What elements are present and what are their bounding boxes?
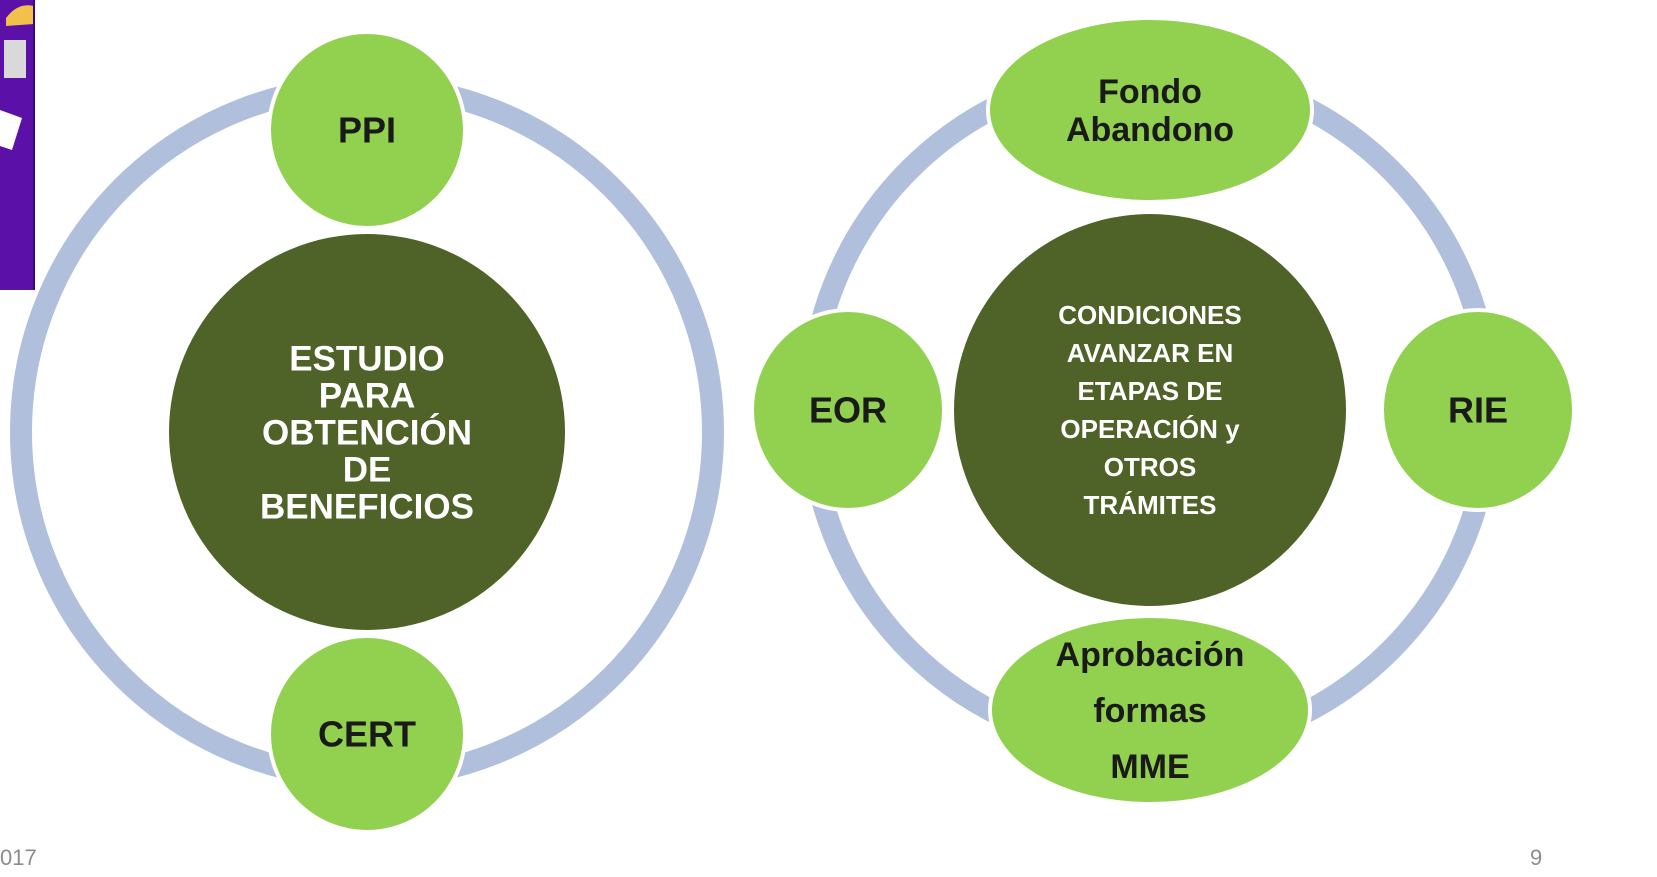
node-ppi: [267, 30, 467, 230]
node-aprobacion-formas-mme: [988, 614, 1312, 806]
text-line: OPERACIÓN y: [1060, 414, 1240, 444]
text-line: OBTENCIÓN: [262, 412, 472, 452]
page-number: 9: [1530, 845, 1543, 870]
text-line: CONDICIONES: [1058, 300, 1241, 330]
text-line: TRÁMITES: [1084, 490, 1217, 520]
node-rie: [1380, 308, 1576, 512]
text-line: EOR: [809, 390, 887, 431]
node-rie-label: RIE: [1448, 390, 1508, 431]
center-node-right-label: CONDICIONES AVANZAR EN ETAPAS DE OPERACIÓN …: [1058, 300, 1241, 520]
node-cert-label: CERT: [318, 714, 416, 755]
text-line: CERT: [318, 714, 416, 755]
worker-illustration-icon: [0, 0, 35, 290]
node-fondo-abandono: [986, 16, 1314, 204]
text-line: RIE: [1448, 390, 1508, 431]
text-line: formas: [1093, 692, 1206, 730]
node-cert: [267, 634, 467, 834]
center-node-left: [169, 234, 565, 630]
node-eor-label: EOR: [809, 390, 887, 431]
node-eor: [750, 308, 946, 512]
text-line: PPI: [338, 110, 396, 151]
diagram-right: CONDICIONES AVANZAR EN ETAPAS DE OPERACIÓN …: [750, 16, 1576, 806]
center-node-right: [954, 214, 1346, 606]
text-line: PARA: [319, 376, 416, 415]
text-line: DE: [343, 450, 392, 489]
text-line: Aprobación: [1056, 636, 1245, 674]
text-line: AVANZAR EN: [1067, 338, 1234, 368]
text-line: ESTUDIO: [289, 339, 445, 378]
text-line: Fondo: [1098, 73, 1202, 111]
text-line: BENEFICIOS: [260, 487, 474, 526]
text-line: ETAPAS DE: [1078, 376, 1223, 406]
node-ppi-label: PPI: [338, 110, 396, 151]
text-line: OTROS: [1104, 452, 1196, 482]
footer-year-fragment: 017: [0, 845, 37, 870]
text-line: Abandono: [1066, 111, 1234, 149]
text-line: MME: [1110, 748, 1189, 786]
